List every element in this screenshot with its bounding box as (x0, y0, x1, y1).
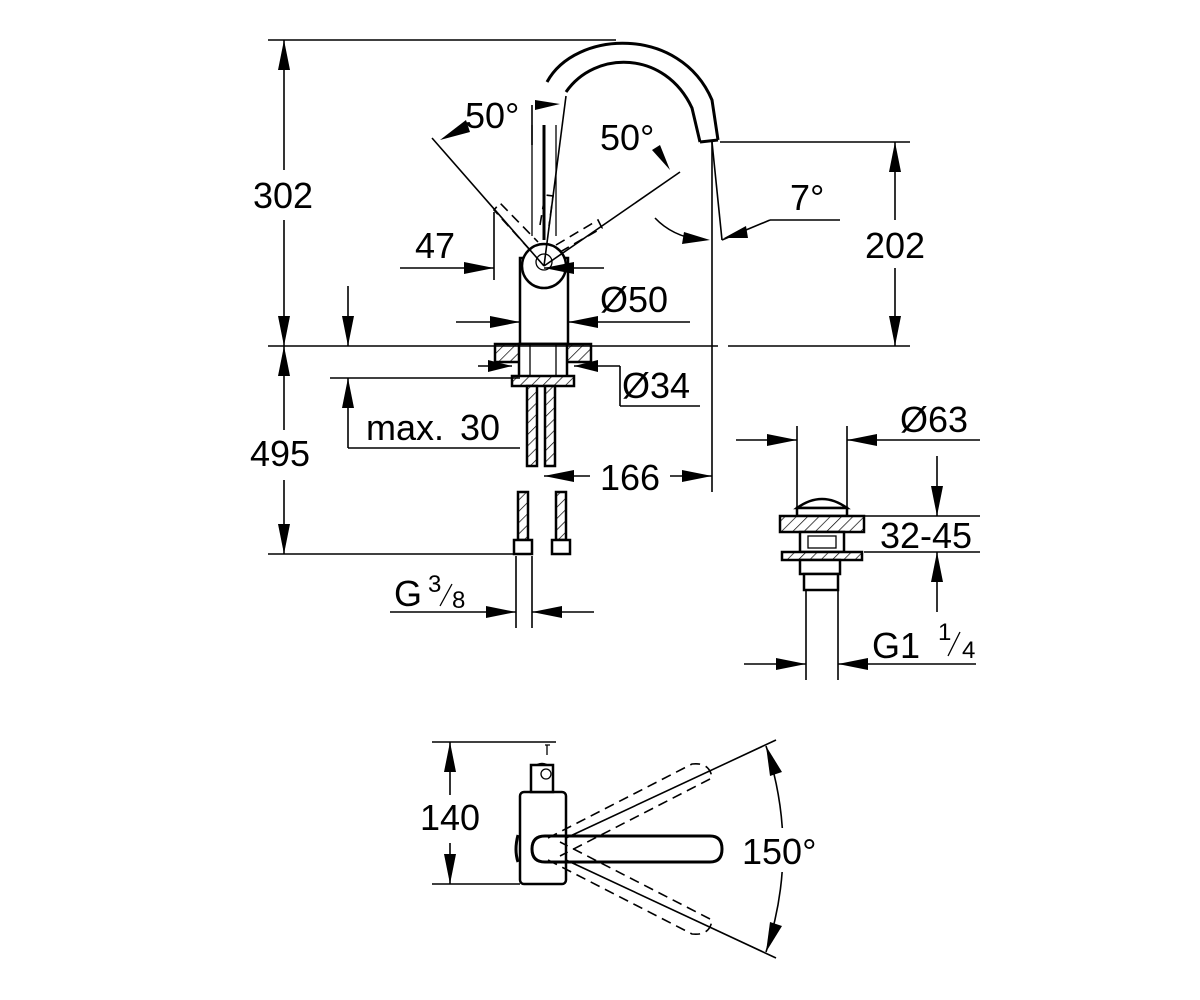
dim-total-height: 302 (240, 39, 616, 346)
dim-lever-offset: 47 (400, 212, 604, 280)
lever-angle-left-label: 50° (465, 95, 519, 136)
dim-mount-diameter: Ø34 (478, 360, 700, 407)
dim-spout-reach: 166 (544, 455, 712, 499)
dim-spout-angle: 7° (654, 177, 840, 244)
spout-angle-label: 7° (790, 177, 824, 218)
spout-inner-arc (564, 60, 702, 143)
dim-lever-angles: 50° 50° (431, 95, 681, 267)
dim-waste-range: 32-45 (864, 456, 980, 612)
swivel-angle-label: 150° (742, 831, 816, 872)
waste-diameter-label: Ø63 (900, 399, 968, 440)
dim-swivel-angle: 150° (565, 739, 834, 959)
dim-waste-diameter: Ø63 (736, 399, 980, 508)
connection-thread-label: G (394, 573, 422, 614)
mount-diameter-label: Ø34 (622, 365, 690, 406)
dim-connection-thread: G 3 8 (390, 571, 594, 618)
waste-thread-label: G1 (872, 625, 920, 666)
dim-waste-thread: G1 1 4 (744, 619, 976, 670)
total-height-label: 302 (253, 175, 313, 216)
connection-thread-denominator: 8 (452, 587, 465, 614)
waste-range-label: 32-45 (880, 515, 972, 556)
lever-position-right (555, 218, 604, 253)
lever-offset-label: 47 (415, 225, 455, 266)
plan-view (514, 744, 724, 936)
dim-spout-height: 202 (720, 141, 935, 346)
waste-valve (778, 497, 866, 680)
lever-plan (530, 834, 724, 864)
deck-thickness-prefix: max. (366, 407, 444, 448)
spout-reach-label: 166 (600, 457, 660, 498)
plan-depth-label: 140 (420, 797, 480, 838)
spout-arc (545, 41, 720, 141)
lever-angle-right-label: 50° (600, 117, 654, 158)
dim-below-deck: 495 (240, 346, 516, 555)
dim-plan-depth: 140 (410, 741, 556, 885)
deck-thickness-label: 30 (460, 407, 500, 448)
dim-deck-thickness: max. 30 (330, 286, 520, 449)
spout-height-label: 202 (865, 225, 925, 266)
waste-thread-denominator: 4 (962, 637, 975, 664)
dim-body-diameter: Ø50 (456, 279, 690, 328)
body-diameter-label: Ø50 (600, 279, 668, 320)
below-deck-label: 495 (250, 433, 310, 474)
waste-thread-numerator: 1 (938, 619, 951, 646)
connection-thread-numerator: 3 (428, 571, 441, 598)
